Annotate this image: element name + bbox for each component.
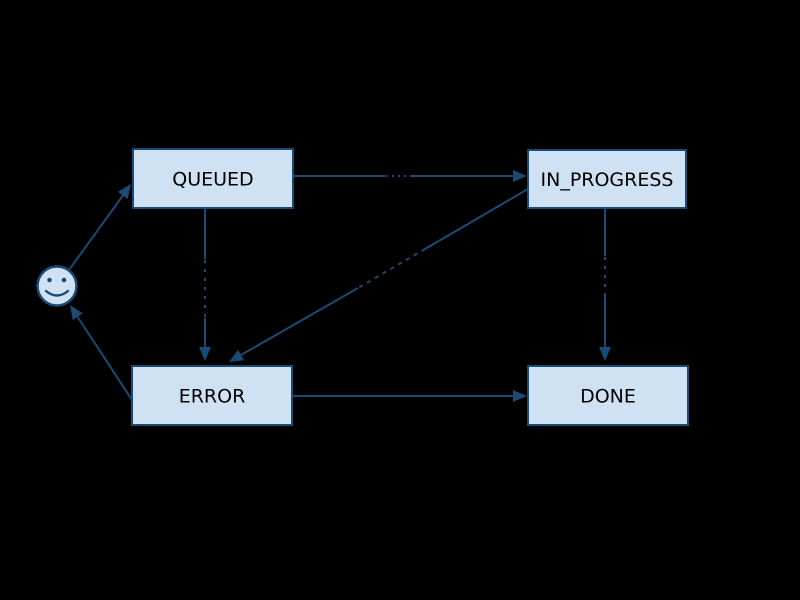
smiley-mouth bbox=[44, 289, 70, 297]
arrowhead bbox=[70, 305, 83, 320]
node-done: DONE bbox=[527, 365, 689, 426]
edge-error-to-start bbox=[70, 305, 133, 401]
start-state-smiley-icon bbox=[36, 265, 78, 307]
edge-line bbox=[240, 287, 359, 356]
arrowhead bbox=[513, 390, 527, 402]
smiley-left-eye bbox=[47, 277, 52, 283]
edge-start-to-queued bbox=[68, 184, 131, 271]
edge-queued-to-error bbox=[199, 208, 211, 361]
arrowhead bbox=[117, 184, 131, 199]
node-queued-box bbox=[132, 148, 294, 209]
arrowhead bbox=[229, 349, 244, 362]
smiley-face-circle bbox=[36, 265, 78, 307]
node-queued: QUEUED bbox=[132, 148, 294, 209]
node-done-box bbox=[527, 365, 689, 426]
smiley-right-eye bbox=[61, 277, 67, 283]
edge-queued-to-in-progress bbox=[293, 170, 527, 182]
node-error: ERROR bbox=[131, 365, 293, 426]
node-in-progress-label: IN_PROGRESS bbox=[541, 169, 674, 191]
edge-label-artifact bbox=[357, 248, 426, 289]
node-done-label: DONE bbox=[580, 386, 636, 408]
arrowhead bbox=[599, 347, 611, 361]
node-error-label: ERROR bbox=[179, 386, 246, 408]
edge-line bbox=[424, 188, 529, 250]
edge-line bbox=[76, 315, 133, 401]
node-error-box bbox=[131, 365, 293, 426]
node-in-progress: IN_PROGRESS bbox=[527, 149, 687, 209]
edge-in-progress-to-done bbox=[599, 208, 611, 361]
node-queued-label: QUEUED bbox=[172, 169, 253, 191]
edge-in-progress-to-error bbox=[229, 188, 529, 362]
node-in-progress-box bbox=[527, 149, 687, 209]
arrowhead bbox=[513, 170, 527, 182]
edge-line bbox=[68, 193, 125, 271]
arrowhead bbox=[199, 347, 211, 361]
edge-error-to-done bbox=[293, 390, 527, 402]
